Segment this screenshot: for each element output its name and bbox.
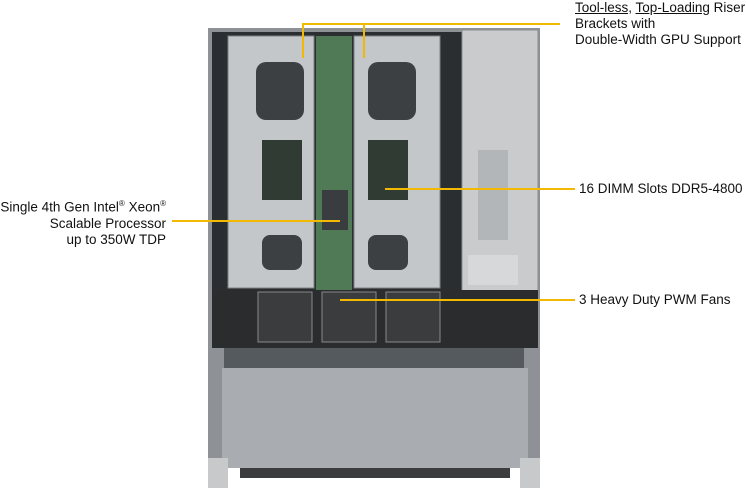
dimm-callout: 16 DIMM Slots DDR5-4800 xyxy=(579,181,743,196)
drive-bay-cover xyxy=(222,368,528,468)
cpu-callout: Single 4th Gen Intel® Xeon® Scalable Pro… xyxy=(0,196,166,248)
cpu-callout-line2: Scalable Processor xyxy=(49,215,166,231)
riser-callout: Tool-less, Top-Loading Riser Brackets wi… xyxy=(575,0,745,48)
registered-mark: ® xyxy=(118,199,125,208)
riser-callout-text-3: Riser xyxy=(713,0,746,15)
cpu-socket xyxy=(322,190,348,230)
callout-lines xyxy=(172,23,575,301)
cpu-callout-line1a: Single 4th Gen Intel xyxy=(0,199,119,215)
riser-callout-text-2: Top-Loading xyxy=(635,0,710,15)
motherboard xyxy=(316,36,352,290)
riser-callout-line3: Double-Width GPU Support xyxy=(575,32,741,47)
riser-callout-text-1: Tool-less, xyxy=(575,0,633,15)
cpu-callout-line3: up to 350W TDP xyxy=(66,231,166,247)
riser-callout-line2: Brackets with xyxy=(575,16,656,31)
rack-ear-left xyxy=(208,458,228,488)
rack-ear-right xyxy=(520,458,540,488)
cpu-callout-line1b: Xeon xyxy=(124,199,161,215)
fans-callout: 3 Heavy Duty PWM Fans xyxy=(579,292,731,307)
registered-mark: ® xyxy=(160,199,166,208)
fan-1 xyxy=(257,291,313,343)
